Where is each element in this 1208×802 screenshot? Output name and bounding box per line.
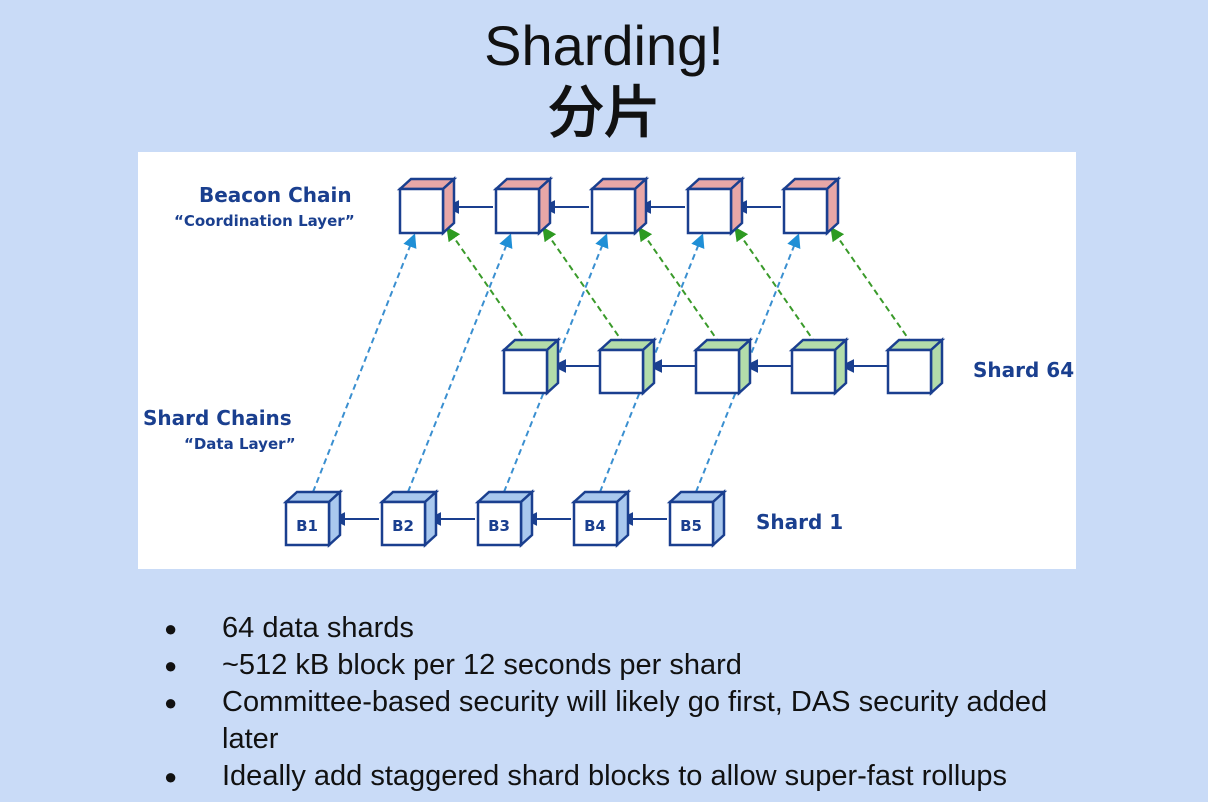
block-label: B1 <box>296 517 318 535</box>
shard-chains-label: Shard Chains <box>143 406 292 430</box>
shard-1-block-b5: B5 <box>666 489 728 548</box>
slide-subtitle: 分片 <box>548 81 660 146</box>
block-label: B5 <box>680 517 702 535</box>
bullet-dot-icon: ● <box>164 616 178 641</box>
crosslink-b1 <box>312 233 417 493</box>
beacon-block <box>684 176 746 236</box>
shard-64-block <box>596 337 658 396</box>
shard-64-block <box>884 337 946 396</box>
beacon-block <box>396 176 458 236</box>
chain-arrows <box>331 200 888 526</box>
crosslink-b5 <box>695 233 801 493</box>
shard-64-blocks <box>500 337 946 396</box>
crosslink-s64-5 <box>830 226 913 345</box>
bullet-item: ● 64 data shards <box>160 610 1090 647</box>
crosslink-s64-2 <box>542 226 625 345</box>
shard-1-blocks: B1 B2 B3 B4 <box>282 489 728 548</box>
bullet-text: ~512 kB block per 12 seconds per shard <box>222 649 742 681</box>
shard-64-block <box>500 337 562 396</box>
block-label: B2 <box>392 517 414 535</box>
bullet-dot-icon: ● <box>164 690 178 715</box>
crosslink-b3 <box>503 233 609 493</box>
beacon-block <box>780 176 842 236</box>
beacon-chain-blocks <box>396 176 842 236</box>
bullet-dot-icon: ● <box>164 653 178 678</box>
shard-1-block-b2: B2 <box>378 489 440 548</box>
shard-1-block-b1: B1 <box>282 489 344 548</box>
beacon-block <box>588 176 650 236</box>
bullet-dot-icon: ● <box>164 764 178 789</box>
beacon-chain-sublabel: “Coordination Layer” <box>174 212 355 230</box>
crosslink-s64-3 <box>638 226 721 345</box>
shard-chains-sublabel: “Data Layer” <box>184 435 296 453</box>
block-label: B4 <box>584 517 606 535</box>
bullet-item: ● Committee-based security will likely go… <box>160 684 1090 758</box>
crosslink-b2 <box>407 233 513 493</box>
shard-64-block <box>692 337 754 396</box>
shard-1-block-b4: B4 <box>570 489 632 548</box>
crosslink-b4 <box>599 233 705 493</box>
bullet-text: Committee-based security will likely go … <box>222 686 1048 755</box>
bullet-list: ● 64 data shards ● ~512 kB block per 12 se… <box>160 610 1090 795</box>
bullet-item: ● ~512 kB block per 12 seconds per shard <box>160 647 1090 684</box>
sharding-diagram: Beacon Chain “Coordination Layer” Shard … <box>138 152 1076 569</box>
block-label: B3 <box>488 517 510 535</box>
shard-64-block <box>788 337 850 396</box>
bullet-item: ● Ideally add staggered shard blocks to a… <box>160 758 1090 795</box>
shard-1-label: Shard 1 <box>756 510 843 534</box>
beacon-chain-label: Beacon Chain <box>199 183 352 207</box>
bullet-text: Ideally add staggered shard blocks to al… <box>222 760 1008 792</box>
crosslinks <box>312 226 913 493</box>
shard-1-block-b3: B3 <box>474 489 536 548</box>
beacon-block <box>492 176 554 236</box>
crosslink-s64-4 <box>734 226 817 345</box>
slide-title: Sharding! <box>484 14 724 77</box>
bullet-text: 64 data shards <box>222 612 414 644</box>
diagram-canvas: Beacon Chain “Coordination Layer” Shard … <box>143 176 1074 548</box>
crosslink-s64-1 <box>446 226 529 345</box>
shard-64-label: Shard 64 <box>973 358 1074 382</box>
